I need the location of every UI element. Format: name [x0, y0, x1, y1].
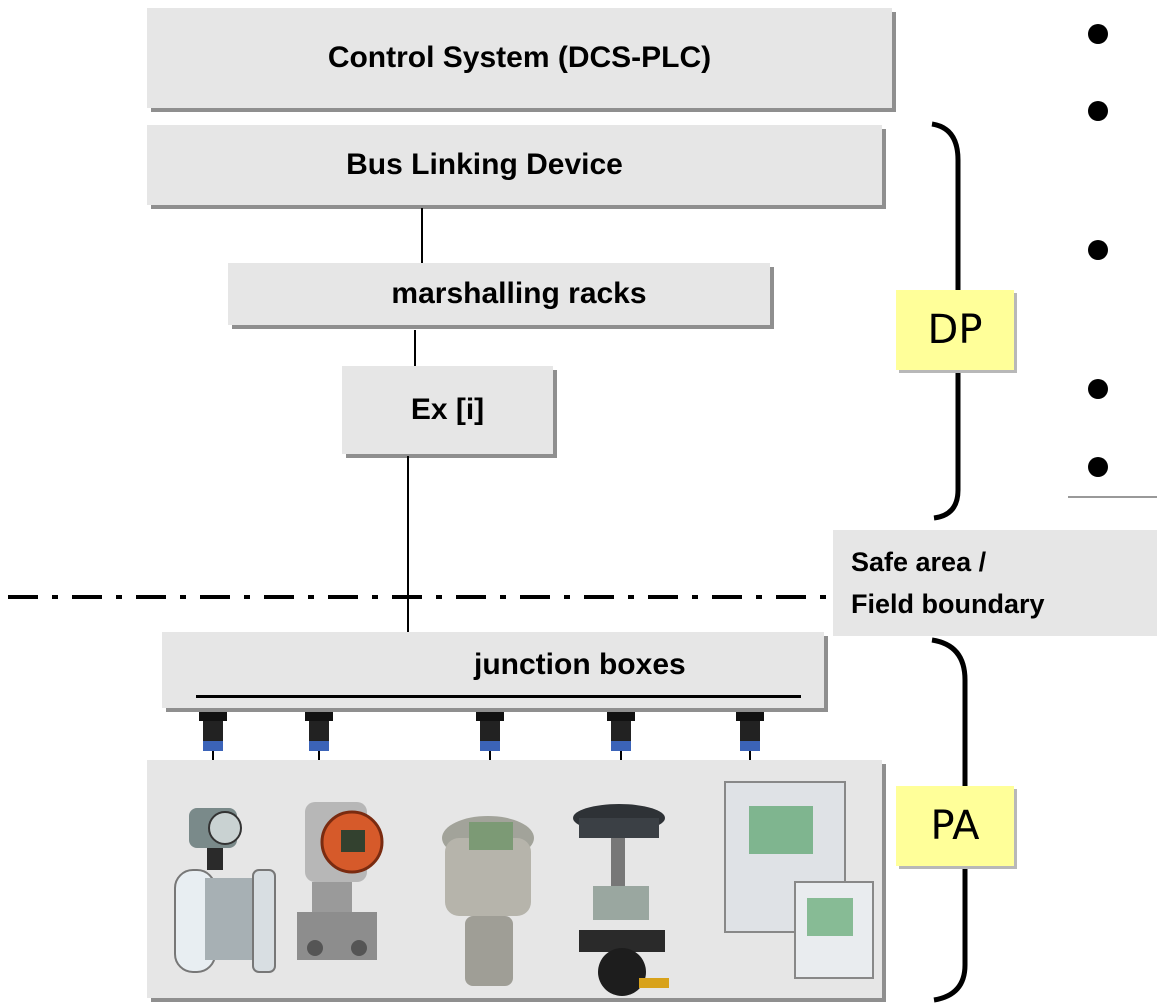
bullet-5: [1088, 457, 1108, 477]
safe-area-boundary-box: Safe area / Field boundary: [833, 530, 1157, 636]
pressure-transmitter-device: [297, 802, 384, 960]
dp-label: DP: [927, 307, 983, 353]
marshalling-racks-label: marshalling racks: [391, 277, 647, 310]
bullet-4: [1088, 379, 1108, 399]
analyzer-device: [724, 781, 874, 979]
marshalling-racks-box: marshalling racks: [228, 263, 770, 325]
pa-tag: PA: [896, 786, 1014, 866]
connector-racks-to-ex: [414, 330, 416, 367]
bus-linking-device-label: Bus Linking Device: [346, 148, 623, 181]
dp-tag: DP: [896, 290, 1014, 370]
ex-i-label: Ex [i]: [410, 393, 485, 426]
control-system-box: Control System (DCS-PLC): [147, 8, 892, 108]
junction-boxes-label: junction boxes: [474, 648, 686, 681]
boundary-line-2: Field boundary: [851, 589, 1045, 619]
control-valve-device: [573, 804, 669, 996]
ex-i-box: Ex [i]: [342, 366, 553, 454]
boundary-line-1: Safe area /: [851, 547, 987, 577]
bullet-3: [1088, 240, 1108, 260]
junction-bus-line: [196, 695, 801, 698]
bullet-2: [1088, 101, 1108, 121]
bus-linking-device-box: Bus Linking Device: [147, 125, 882, 205]
gland-5: [736, 705, 764, 798]
connector-ex-to-junction: [407, 456, 409, 696]
connector-bus-to-racks: [421, 208, 423, 263]
pa-label: PA: [930, 803, 980, 849]
level-transmitter-device: [442, 816, 534, 986]
flowmeter-device: [174, 808, 276, 973]
field-devices: [174, 781, 874, 996]
bullet-1: [1088, 24, 1108, 44]
control-system-label: Control System (DCS-PLC): [327, 41, 712, 74]
field-devices-area: [147, 760, 882, 998]
